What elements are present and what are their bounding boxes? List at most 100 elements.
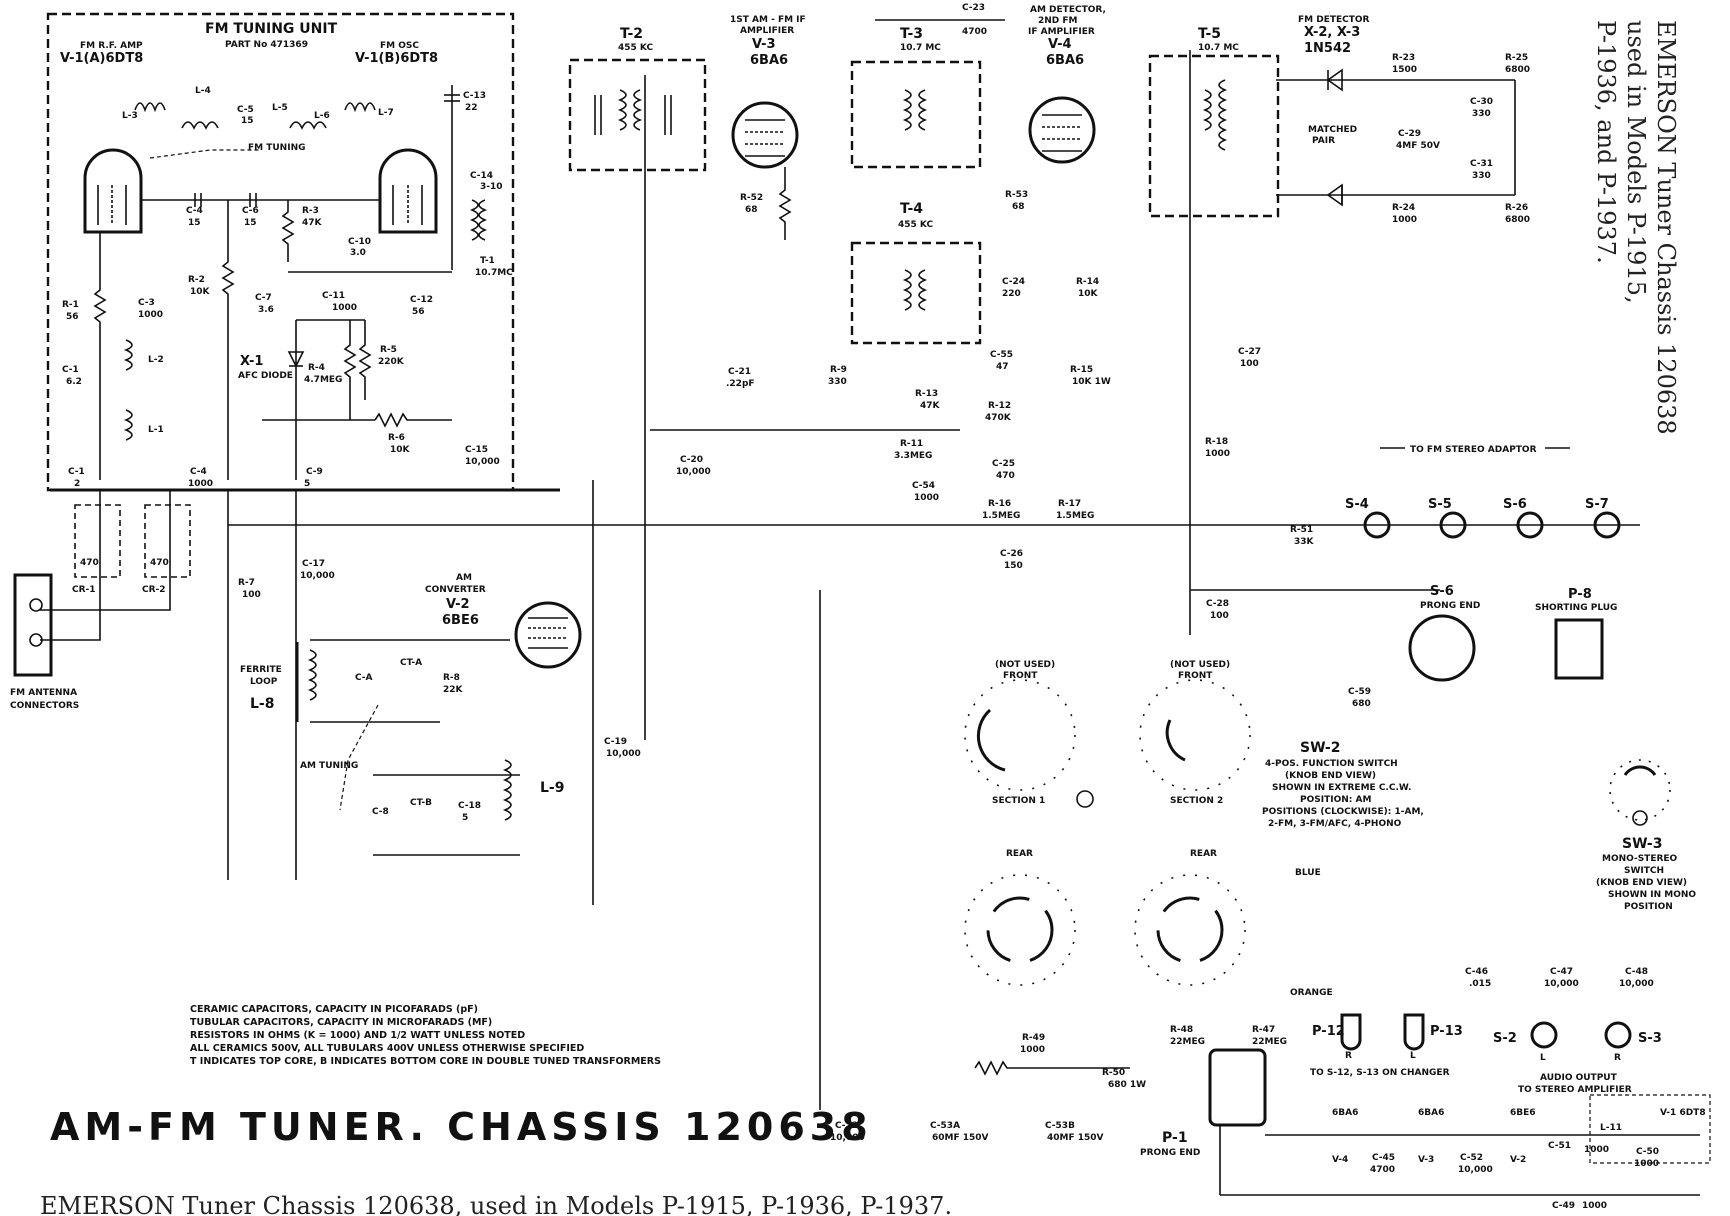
v3-role-2: AMPLIFIER <box>740 26 794 36</box>
label-c1: C-1 <box>62 365 79 375</box>
value-c9: 5 <box>304 479 310 489</box>
s6-prong-connector[interactable] <box>1408 614 1476 682</box>
cr2-r-value: 470 <box>150 558 169 568</box>
value-c27: 100 <box>1240 359 1259 369</box>
v2-id: V-2 <box>446 597 470 612</box>
value-c2: 2 <box>74 479 80 489</box>
value-c13: 22 <box>465 103 478 113</box>
label-c21: C-21 <box>728 367 751 377</box>
value-c7: 3.6 <box>258 305 274 315</box>
tube-v1a-role: FM R.F. AMP <box>80 41 143 51</box>
label-c9: C-9 <box>306 467 323 477</box>
sw2-rear-sections: REAR REAR BLUE ORANGE <box>964 849 1333 998</box>
l8-label: L-8 <box>250 696 274 712</box>
fm-detector: FM DETECTOR X-2, X-3 1N542 MATCHED PAIR <box>1276 15 1516 207</box>
sw3-shaft[interactable] <box>1632 810 1648 826</box>
socket-s2[interactable] <box>1530 1021 1558 1049</box>
value-c50: 1000 <box>1634 1159 1659 1169</box>
sw2-section1-shaft[interactable] <box>1076 790 1094 808</box>
plug-p12[interactable] <box>1340 1013 1362 1051</box>
value-c49: 1000 <box>1582 1201 1607 1211</box>
label-c45: C-45 <box>1372 1153 1395 1163</box>
fm-antenna-label: FM ANTENNA <box>10 688 77 698</box>
label-r3: R-3 <box>302 206 319 216</box>
label-c26: C-26 <box>1000 549 1023 559</box>
value-c52: 10,000 <box>1458 1165 1493 1175</box>
sw2-desc-6: 2-FM, 3-FM/AFC, 4-PHONO <box>1268 819 1402 829</box>
value-c53b: 40MF 150V <box>1047 1133 1104 1143</box>
tube-v1a <box>83 148 143 234</box>
label-r7: R-7 <box>238 578 255 588</box>
cr-networks: 470 470 CR-1 CR-2 <box>40 490 191 641</box>
value-c45: 4700 <box>1370 1165 1395 1175</box>
value-c4: 15 <box>188 218 201 228</box>
section2-label: SECTION 2 <box>1170 796 1223 806</box>
label-c53b: C-53B <box>1045 1121 1075 1131</box>
label-r11: R-11 <box>900 439 923 449</box>
label-c55: C-55 <box>990 350 1013 360</box>
label-r26: R-26 <box>1505 203 1528 213</box>
label-c29: C-29 <box>1398 129 1421 139</box>
label-l7: L-7 <box>378 108 394 118</box>
sw3-mono-stereo: SW-3 MONO-STEREO SWITCH (KNOB END VIEW) … <box>1596 759 1696 912</box>
socket-s6[interactable] <box>1516 511 1544 539</box>
heater-v2-type: 6BE6 <box>1510 1108 1536 1118</box>
socket-s7[interactable] <box>1593 511 1621 539</box>
label-l11: L-11 <box>1600 1123 1622 1133</box>
label-r17: R-17 <box>1058 499 1081 509</box>
audio-out-label: AUDIO OUTPUT <box>1540 1073 1618 1083</box>
tube-v1b-id: V-1(B)6DT8 <box>355 51 438 66</box>
loop-label: LOOP <box>250 677 278 687</box>
label-r23: R-23 <box>1392 53 1415 63</box>
stereo-adaptor-label: TO FM STEREO ADAPTOR <box>1410 445 1537 455</box>
label-c3: C-3 <box>138 298 155 308</box>
label-r6: R-6 <box>388 433 405 443</box>
value-c18: 5 <box>462 813 468 823</box>
note-4: ALL CERAMICS 500V, ALL TUBULARS 400V UNL… <box>190 1043 584 1054</box>
label-c28: C-28 <box>1206 599 1229 609</box>
plug-p13[interactable] <box>1403 1013 1425 1051</box>
label-r24: R-24 <box>1392 203 1415 213</box>
value-c20: 10,000 <box>676 467 711 477</box>
label-r25: R-25 <box>1505 53 1528 63</box>
value-r7: 100 <box>242 590 261 600</box>
value-c51: 1000 <box>1584 1145 1609 1155</box>
s1-front: FRONT <box>1003 671 1038 681</box>
value-r13: 47K <box>920 401 941 411</box>
label-c46: C-46 <box>1465 967 1488 977</box>
label-l5: L-5 <box>272 103 288 113</box>
label-c2: C-1 <box>68 467 85 477</box>
p8-shorting-plug[interactable] <box>1554 618 1604 680</box>
value-r25: 6800 <box>1505 65 1530 75</box>
value-r49: 1000 <box>1020 1045 1045 1055</box>
value-c21: .22pF <box>726 379 755 389</box>
sw2-desc-2: (KNOB END VIEW) <box>1285 771 1376 781</box>
label-c12: C-12 <box>410 295 433 305</box>
audio-r: R <box>1614 1053 1621 1063</box>
label-c11: C-11 <box>322 291 345 301</box>
value-c12: 56 <box>412 307 425 317</box>
value-c29: 4MF 50V <box>1396 141 1440 151</box>
p1-desc: PRONG END <box>1140 1148 1200 1158</box>
side-caption: EMERSON Tuner Chassis 120638 used in Mod… <box>1592 20 1680 435</box>
p8-label: P-8 <box>1568 587 1592 602</box>
label-r4: R-4 <box>308 363 325 373</box>
fm-antenna-label-2: CONNECTORS <box>10 701 79 711</box>
label-r15: R-15 <box>1070 365 1093 375</box>
value-r14: 10K <box>1078 289 1099 299</box>
label-c7: C-7 <box>255 293 272 303</box>
note-5: T INDICATES TOP CORE, B INDICATES BOTTOM… <box>190 1056 661 1067</box>
sw3-desc-3: (KNOB END VIEW) <box>1596 878 1687 888</box>
label-r48: R-48 <box>1170 1025 1193 1035</box>
label-c51: C-51 <box>1548 1141 1571 1151</box>
note-2: TUBULAR CAPACITORS, CAPACITY IN MICROFAR… <box>190 1017 492 1028</box>
socket-s5[interactable] <box>1439 511 1467 539</box>
plug-p1[interactable]: P-1 PRONG END <box>1140 1048 1267 1158</box>
p13-label: P-13 <box>1430 1024 1463 1039</box>
label-c53a: C-53A <box>930 1121 960 1131</box>
socket-s3[interactable] <box>1604 1021 1632 1049</box>
value-c47: 10,000 <box>1544 979 1579 989</box>
label-c6: C-6 <box>242 206 259 216</box>
socket-s4[interactable] <box>1363 511 1391 539</box>
v4-role-2: 2ND FM <box>1038 16 1078 26</box>
